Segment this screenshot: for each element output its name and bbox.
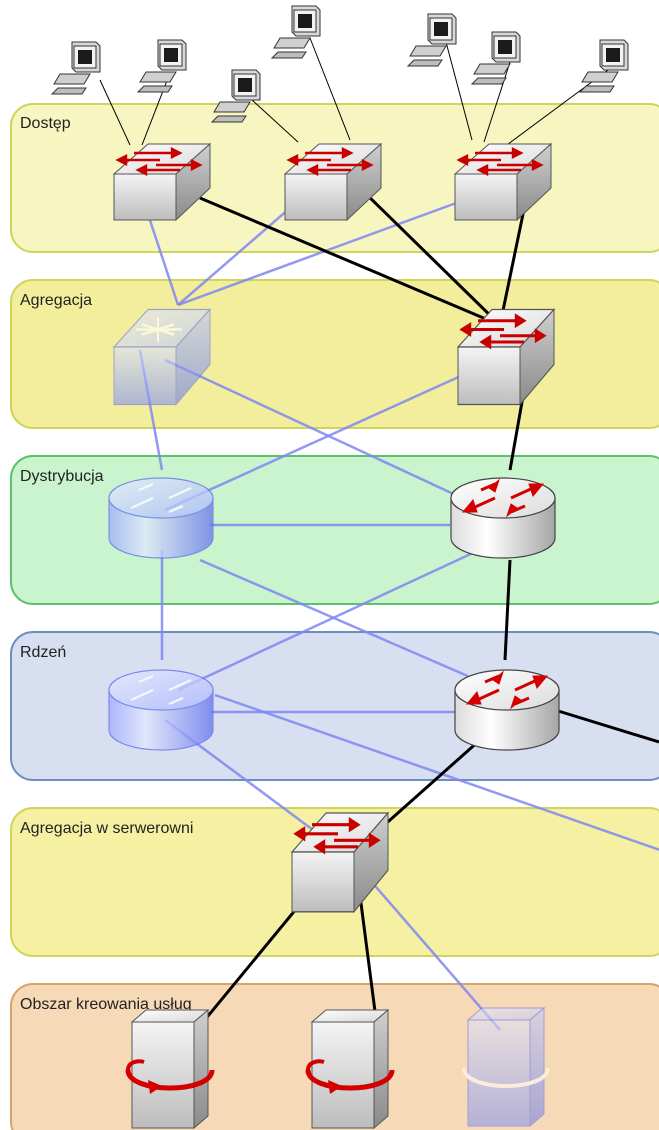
pc-2 [137, 39, 187, 93]
core-router-backup [107, 668, 215, 752]
layer-distribution-label: Dystrybucja [20, 468, 104, 485]
service-server-backup [462, 1006, 550, 1128]
router-icon [107, 668, 215, 752]
distribution-router-backup [107, 476, 215, 560]
router-icon [453, 668, 561, 752]
desktop-computer-icon [137, 39, 187, 93]
layer-distribution: Dystrybucja [10, 455, 659, 605]
layer-core: Rdzeń [10, 631, 659, 781]
pc-6 [471, 31, 521, 85]
pc-7 [579, 39, 629, 93]
layer-aggregation-label: Agregacja [20, 292, 92, 309]
desktop-computer-icon [471, 31, 521, 85]
backup-links [138, 189, 659, 1031]
layer-aggregation: Agregacja [10, 279, 659, 429]
server-icon [462, 1006, 550, 1128]
router-icon [107, 476, 215, 560]
layer-core-label: Rdzeń [20, 644, 66, 661]
pc-5 [407, 13, 457, 67]
desktop-computer-icon [271, 5, 321, 59]
layer-services-label: Obszar kreowania usług [20, 996, 192, 1013]
server-icon [128, 1010, 212, 1128]
layer-dc-aggregation-label: Agregacja w serwerowni [20, 820, 193, 837]
desktop-computer-icon [51, 41, 101, 95]
desktop-computer-icon [579, 39, 629, 93]
distribution-router-primary [449, 476, 557, 560]
router-icon [449, 476, 557, 560]
service-server-1 [128, 1010, 212, 1128]
service-server-2 [308, 1010, 392, 1128]
core-router-primary [453, 668, 561, 752]
server-icon [308, 1010, 392, 1128]
layer-access-label: Dostęp [20, 115, 71, 132]
pc-4 [271, 5, 321, 59]
pc-1 [51, 41, 101, 95]
desktop-computer-icon [407, 13, 457, 67]
